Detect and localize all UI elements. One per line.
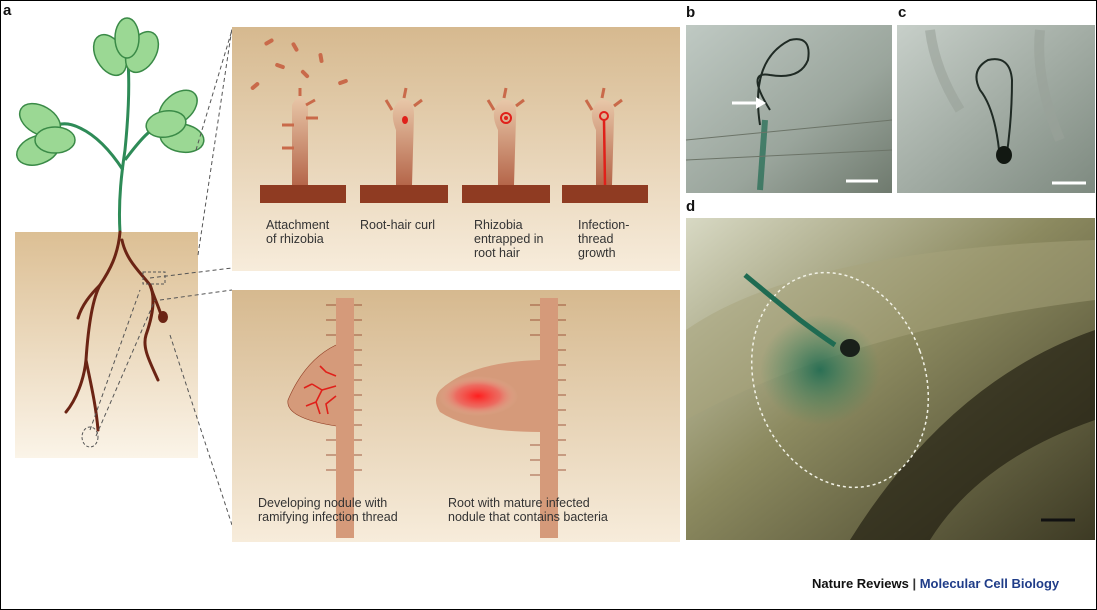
leaves-top	[87, 18, 165, 81]
journal-credit: Nature Reviews | Molecular Cell Biology	[812, 576, 1059, 591]
caption-mature-nodule: Root with mature infected nodule that co…	[448, 496, 608, 524]
credit-brand: Nature Reviews	[812, 576, 909, 591]
micrograph-c	[897, 25, 1095, 193]
leaves-right	[144, 83, 206, 155]
root-nodule	[158, 311, 168, 323]
credit-journal: Molecular Cell Biology	[920, 576, 1059, 591]
leaves-left	[13, 97, 75, 171]
panel-label-c: c	[898, 4, 906, 21]
caption-root-hair-curl: Root-hair curl	[360, 218, 435, 232]
panel-label-d: d	[686, 198, 695, 215]
caption-thread-growth: Infection- thread growth	[578, 218, 629, 260]
soil-block	[15, 232, 198, 458]
panel-label-b: b	[686, 4, 695, 21]
plant-illustration	[13, 18, 232, 525]
caption-developing-nodule: Developing nodule with ramifying infecti…	[258, 496, 398, 524]
caption-entrapped: Rhizobia entrapped in root hair	[474, 218, 544, 260]
panel-label-a: a	[3, 2, 11, 19]
micrograph-d	[686, 218, 1095, 540]
micrograph-b	[686, 25, 892, 193]
credit-separator: |	[909, 576, 920, 591]
caption-attachment: Attachment of rhizobia	[266, 218, 329, 246]
